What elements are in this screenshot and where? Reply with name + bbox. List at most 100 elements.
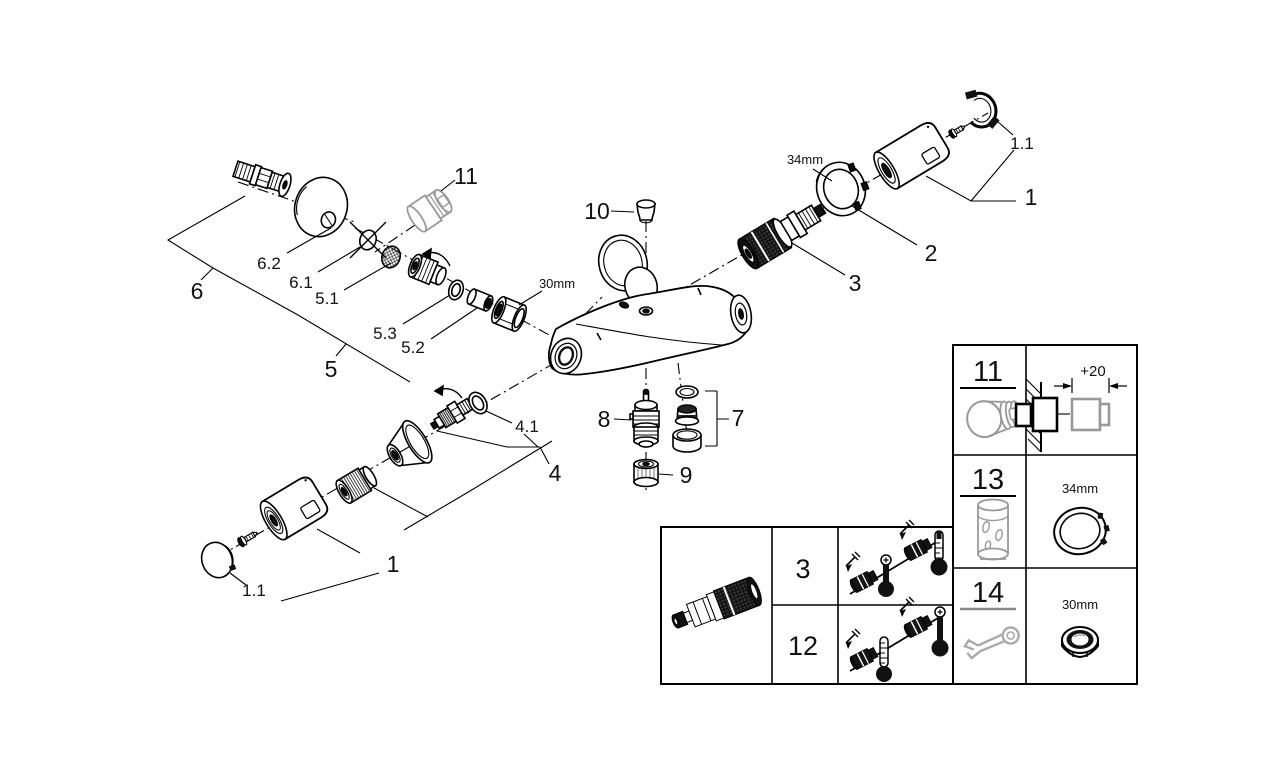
part-5-s-union [407, 253, 447, 286]
leader-4-bracket [436, 430, 550, 465]
part-5-3-o-ring [447, 279, 465, 301]
inset-34mm-ring [1053, 506, 1110, 556]
inset-12-number: 12 [788, 631, 818, 661]
leader-5 [335, 343, 347, 357]
rotate-arrow-icon [433, 384, 463, 399]
part-11-extension-gray [406, 189, 453, 233]
callout-1-1-top: 1.1 [1010, 134, 1034, 153]
leader-7-bracket [705, 390, 729, 447]
part-4-1-o-ring [468, 391, 488, 415]
row-3-temperature-icons [845, 519, 948, 597]
leader-5-2 [430, 307, 478, 340]
part-knurled-adapter [335, 465, 378, 504]
leader-1-bottom-b [373, 487, 429, 518]
part-1-1-cap-top [964, 89, 1000, 129]
part-3-thermo-cartridge [737, 203, 827, 270]
leader-34mm [812, 168, 833, 182]
inset-plus20-install [1014, 378, 1127, 453]
leader-1-1-top [996, 120, 1014, 136]
leader-10 [610, 210, 635, 213]
inset-right-box: 11 +20 13 34mm [952, 344, 1138, 685]
callout-4-1: 4.1 [515, 417, 539, 436]
part-screw-bottom [237, 531, 258, 548]
callout-6-1: 6.1 [289, 273, 313, 292]
callout-5-1: 5.1 [315, 289, 339, 308]
leader-1-bottom-a [316, 528, 361, 554]
callout-1-top: 1 [1025, 184, 1038, 210]
inset-3-number: 3 [795, 554, 810, 584]
inset-cartridge-part [671, 576, 762, 629]
leader-6-2 [286, 227, 332, 254]
inset-11-number: 11 [973, 356, 1003, 388]
part-1-housing-top [873, 122, 950, 190]
dim-plus20: +20 [1080, 363, 1105, 380]
callout-5-2: 5.2 [401, 338, 425, 357]
body-outline [547, 285, 752, 376]
thermometer-scale-icon [876, 636, 892, 682]
callout-1-bottom: 1 [387, 551, 400, 577]
inset-13-sleeve-gray [977, 498, 1009, 561]
leader-chain-bottom [280, 440, 553, 602]
leader-1-1-bottom [229, 572, 247, 586]
dim-30mm: 30mm [539, 276, 575, 291]
callout-11: 11 [454, 163, 478, 189]
leader-4-1 [485, 410, 513, 424]
leader-9 [658, 473, 674, 476]
part-8-cartridge [629, 388, 660, 448]
callout-7: 7 [732, 405, 745, 431]
callout-5-3: 5.3 [373, 324, 397, 343]
callout-5: 5 [325, 356, 338, 382]
inset-30mm-nut [1061, 626, 1099, 659]
callout-6: 6 [191, 278, 204, 304]
leader-8 [613, 418, 632, 421]
leader-6-1 [317, 246, 361, 273]
part-screw-top [948, 125, 966, 139]
part-9-adapter [633, 458, 659, 488]
extension-axis [374, 224, 416, 253]
part-6-wall-union-nipple [231, 160, 292, 198]
leader-11 [440, 179, 456, 192]
leader-1-top [925, 149, 1016, 202]
callout-10: 10 [584, 198, 610, 224]
rotate-arrow-icon [421, 247, 451, 267]
part-2-ring-34mm [815, 161, 870, 217]
mousseur [674, 404, 700, 426]
callout-2: 2 [925, 240, 938, 266]
part-5-2-insert [466, 288, 494, 312]
inset-11-part-gray [966, 400, 1022, 439]
row-12-temperature-icons [845, 596, 949, 682]
inlet-axis-b [354, 227, 561, 342]
collar-ring [672, 428, 702, 453]
inset-30mm-label: 30mm [1062, 597, 1098, 612]
callout-3: 3 [849, 270, 862, 296]
part-5-1-strainer-seal [380, 245, 402, 269]
parts [200, 89, 1000, 579]
part-30mm-nut [491, 295, 527, 333]
part-cone-escutcheon [386, 419, 433, 467]
extension-gray [1070, 397, 1102, 432]
inset-14-wrench-icon [963, 626, 1020, 660]
part-1-1-cap-bottom [200, 541, 237, 579]
part-6-2-escutcheon [293, 176, 349, 238]
callout-9: 9 [680, 462, 693, 488]
leader-2 [851, 205, 918, 246]
thermometer-scale-icon [930, 530, 948, 576]
part-1-housing-bottom [259, 476, 329, 541]
inset-bottom-box: 3 12 [660, 519, 954, 685]
inset-13-number: 13 [972, 464, 1004, 496]
callout-6-2: 6.2 [257, 254, 281, 273]
inset-34mm-label: 34mm [1062, 481, 1098, 496]
part-6-1-seal-crossed [349, 221, 387, 259]
part-faucet-body [547, 234, 753, 376]
thermometer-hot-icon [878, 554, 894, 597]
inset-14-number: 14 [972, 577, 1004, 609]
part-7-aerator-set [672, 385, 702, 453]
part-10-plug [636, 199, 656, 224]
callout-8: 8 [598, 406, 611, 432]
leader-6 [200, 267, 214, 281]
leader-3 [791, 242, 846, 276]
dim-34mm: 34mm [787, 152, 823, 167]
